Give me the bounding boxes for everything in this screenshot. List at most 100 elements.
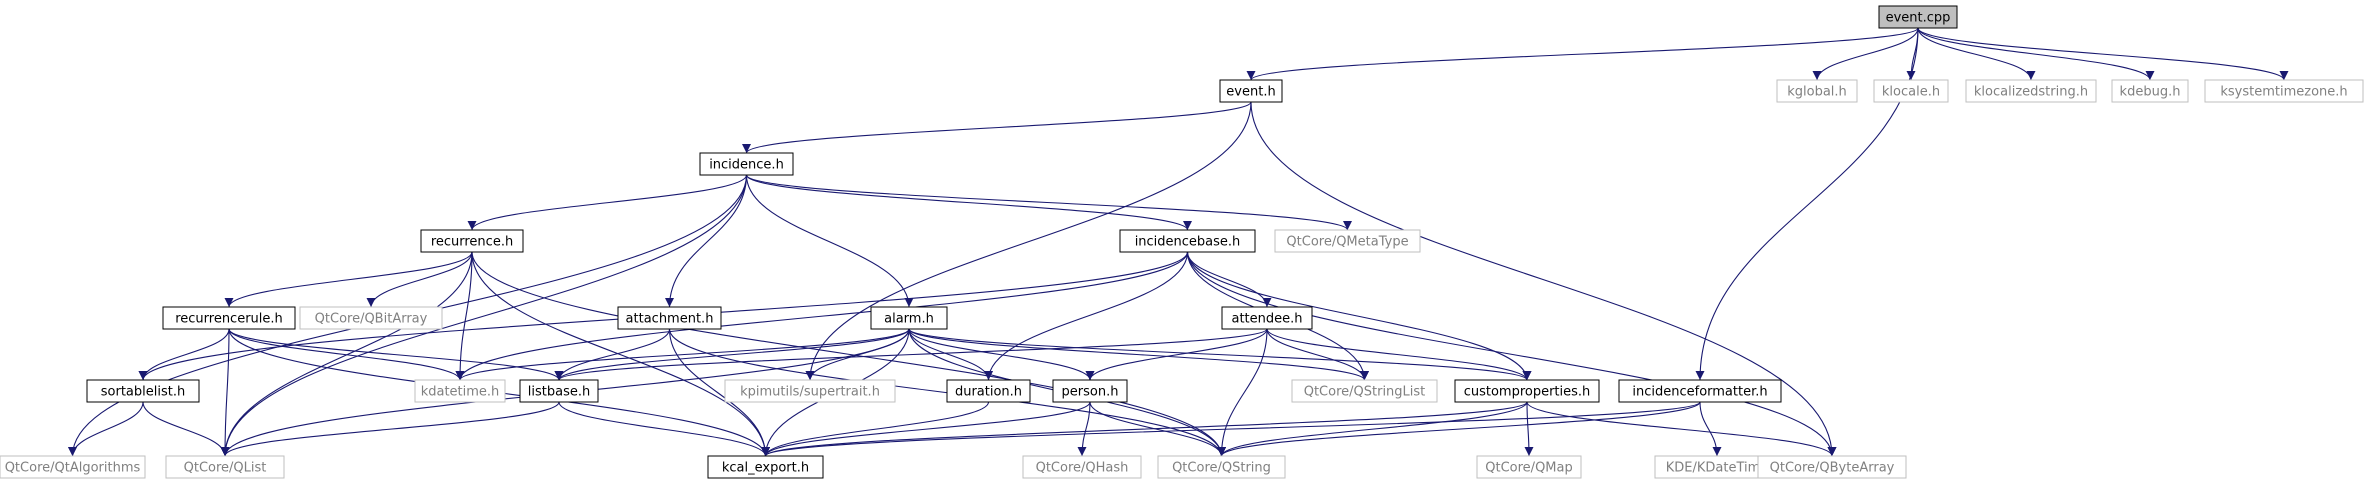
edge-sortablelist_h-to-qlist [142, 401, 230, 457]
node-label: klocalizedstring.h [1974, 85, 2088, 100]
node-box [1022, 455, 1142, 479]
edge-recurrencerule_h-to-sortablelist_h [138, 328, 230, 381]
node-box [1119, 229, 1256, 253]
node-label: QtCore/QStringList [1304, 385, 1426, 400]
node-box [1221, 306, 1313, 330]
node-sortablelist-h[interactable]: sortablelist.h [86, 379, 200, 403]
node-customproperties-h[interactable]: customproperties.h [1454, 379, 1600, 403]
edge-incidence_h-to-attachment_h [665, 174, 748, 308]
node-label: attendee.h [1231, 312, 1302, 327]
edge-event_cpp-to-event_h [1246, 27, 1919, 81]
node-label: QtCore/QMap [1485, 461, 1572, 476]
node-label: kpimutils/supertrait.h [740, 385, 880, 400]
node-label: duration.h [955, 385, 1022, 400]
node-recurrencerule-h[interactable]: recurrencerule.h [162, 306, 296, 330]
node-qmetatype: QtCore/QMetaType [1274, 229, 1421, 253]
node-event-h[interactable]: event.h [1219, 79, 1283, 103]
node-person-h[interactable]: person.h [1052, 379, 1128, 403]
edge-attachment_h-to-kcal_export_h [668, 328, 770, 457]
node-box [1873, 79, 1949, 103]
node-kglobal-h: kglobal.h [1776, 79, 1858, 103]
edge-recurrence_h-to-kcal_export_h [471, 251, 770, 457]
edge-incidenceformatter_h-to-kcal_export_h [761, 401, 1701, 457]
node-qlist: QtCore/QList [165, 455, 285, 479]
edge-alarm_h-to-qstringlist [908, 328, 1369, 381]
node-duration-h[interactable]: duration.h [946, 379, 1031, 403]
node-qbytearray: QtCore/QByteArray [1757, 455, 1907, 479]
node-label: QtCore/QHash [1036, 461, 1129, 476]
node-kdatetime-h: kdatetime.h [414, 379, 506, 403]
node-box [946, 379, 1031, 403]
edge-person_h-to-kcal_export_h [761, 401, 1091, 457]
edge-incidence_h-to-recurrence_h [467, 174, 748, 231]
node-box [1757, 455, 1907, 479]
node-box [2111, 79, 2189, 103]
edge-customproperties_h-to-kcal_export_h [761, 401, 1528, 457]
node-label: QtCore/QString [1172, 461, 1271, 476]
node-box [1291, 379, 1438, 403]
node-incidence-h[interactable]: incidence.h [699, 152, 794, 176]
node-label: alarm.h [884, 312, 934, 327]
node-label: sortablelist.h [101, 385, 185, 400]
node-kdebug-h: kdebug.h [2111, 79, 2189, 103]
node-qbitarray: QtCore/QBitArray [299, 306, 443, 330]
node-listbase-h[interactable]: listbase.h [519, 379, 599, 403]
edges-layer [68, 27, 2289, 457]
node-label: QtCore/QBitArray [315, 312, 428, 327]
node-attendee-h[interactable]: attendee.h [1221, 306, 1313, 330]
node-label: recurrence.h [431, 235, 513, 250]
edge-event_cpp-to-kdebug_h [1917, 27, 2155, 81]
edge-recurrence_h-to-kdatetime_h [455, 251, 473, 381]
node-box [162, 306, 296, 330]
node-label: event.cpp [1886, 11, 1951, 26]
node-label: klocale.h [1882, 85, 1940, 100]
node-qstring: QtCore/QString [1157, 455, 1286, 479]
node-ksystemtimezone-h: ksystemtimezone.h [2204, 79, 2364, 103]
node-box [1878, 5, 1958, 29]
edge-alarm_h-to-listbase_h [554, 328, 910, 381]
edge-recurrencerule_h-to-listbase_h [228, 328, 564, 381]
edge-recurrence_h-to-qstring [471, 251, 1226, 457]
node-incidenceformatter-h[interactable]: incidenceformatter.h [1618, 379, 1782, 403]
edge-alarm_h-to-person_h [908, 328, 1095, 381]
edge-incidence_h-to-qmetatype [745, 174, 1352, 231]
node-box [724, 379, 896, 403]
node-label: customproperties.h [1464, 385, 1591, 400]
edge-incidencebase_h-to-duration_h [984, 251, 1189, 381]
node-label: QtCore/QMetaType [1286, 235, 1408, 250]
edge-attendee_h-to-qstringlist [1266, 328, 1369, 381]
node-attachment-h[interactable]: attachment.h [617, 306, 722, 330]
node-label: kglobal.h [1787, 85, 1847, 100]
node-box [2204, 79, 2364, 103]
edge-event_h-to-qbytearray [1250, 101, 1837, 457]
node-box [870, 306, 948, 330]
edge-customproperties_h-to-qmap [1524, 401, 1534, 457]
edge-listbase_h-to-qlist [220, 401, 560, 457]
edge-customproperties_h-to-qbytearray [1526, 401, 1837, 457]
edge-attendee_h-to-person_h [1085, 328, 1268, 381]
node-box [617, 306, 722, 330]
node-kcal-export-h[interactable]: kcal_export.h [707, 455, 824, 479]
node-box [1274, 229, 1421, 253]
edge-recurrence_h-to-qbitarray [366, 251, 473, 308]
edge-event_h-to-supertrait_h [805, 101, 1252, 381]
node-box [414, 379, 506, 403]
node-klocale-h: klocale.h [1873, 79, 1949, 103]
edge-incidencebase_h-to-kdatetime_h [455, 251, 1189, 381]
node-box [1965, 79, 2097, 103]
node-box [420, 229, 524, 253]
edge-attendee_h-to-qstring [1217, 328, 1268, 457]
node-box [1219, 79, 1283, 103]
edge-incidencebase_h-to-qbytearray [1186, 251, 1837, 457]
edge-event_cpp-to-kglobal_h [1812, 27, 1919, 81]
node-incidencebase-h[interactable]: incidencebase.h [1119, 229, 1256, 253]
node-event-cpp[interactable]: event.cpp [1878, 5, 1958, 29]
node-box [1157, 455, 1286, 479]
edge-event_cpp-to-ksystemtimezone_h [1917, 27, 2289, 81]
node-alarm-h[interactable]: alarm.h [870, 306, 948, 330]
node-recurrence-h[interactable]: recurrence.h [420, 229, 524, 253]
node-label: kdebug.h [2120, 85, 2181, 100]
node-box [1618, 379, 1782, 403]
edge-recurrencerule_h-to-kdatetime_h [228, 328, 465, 381]
